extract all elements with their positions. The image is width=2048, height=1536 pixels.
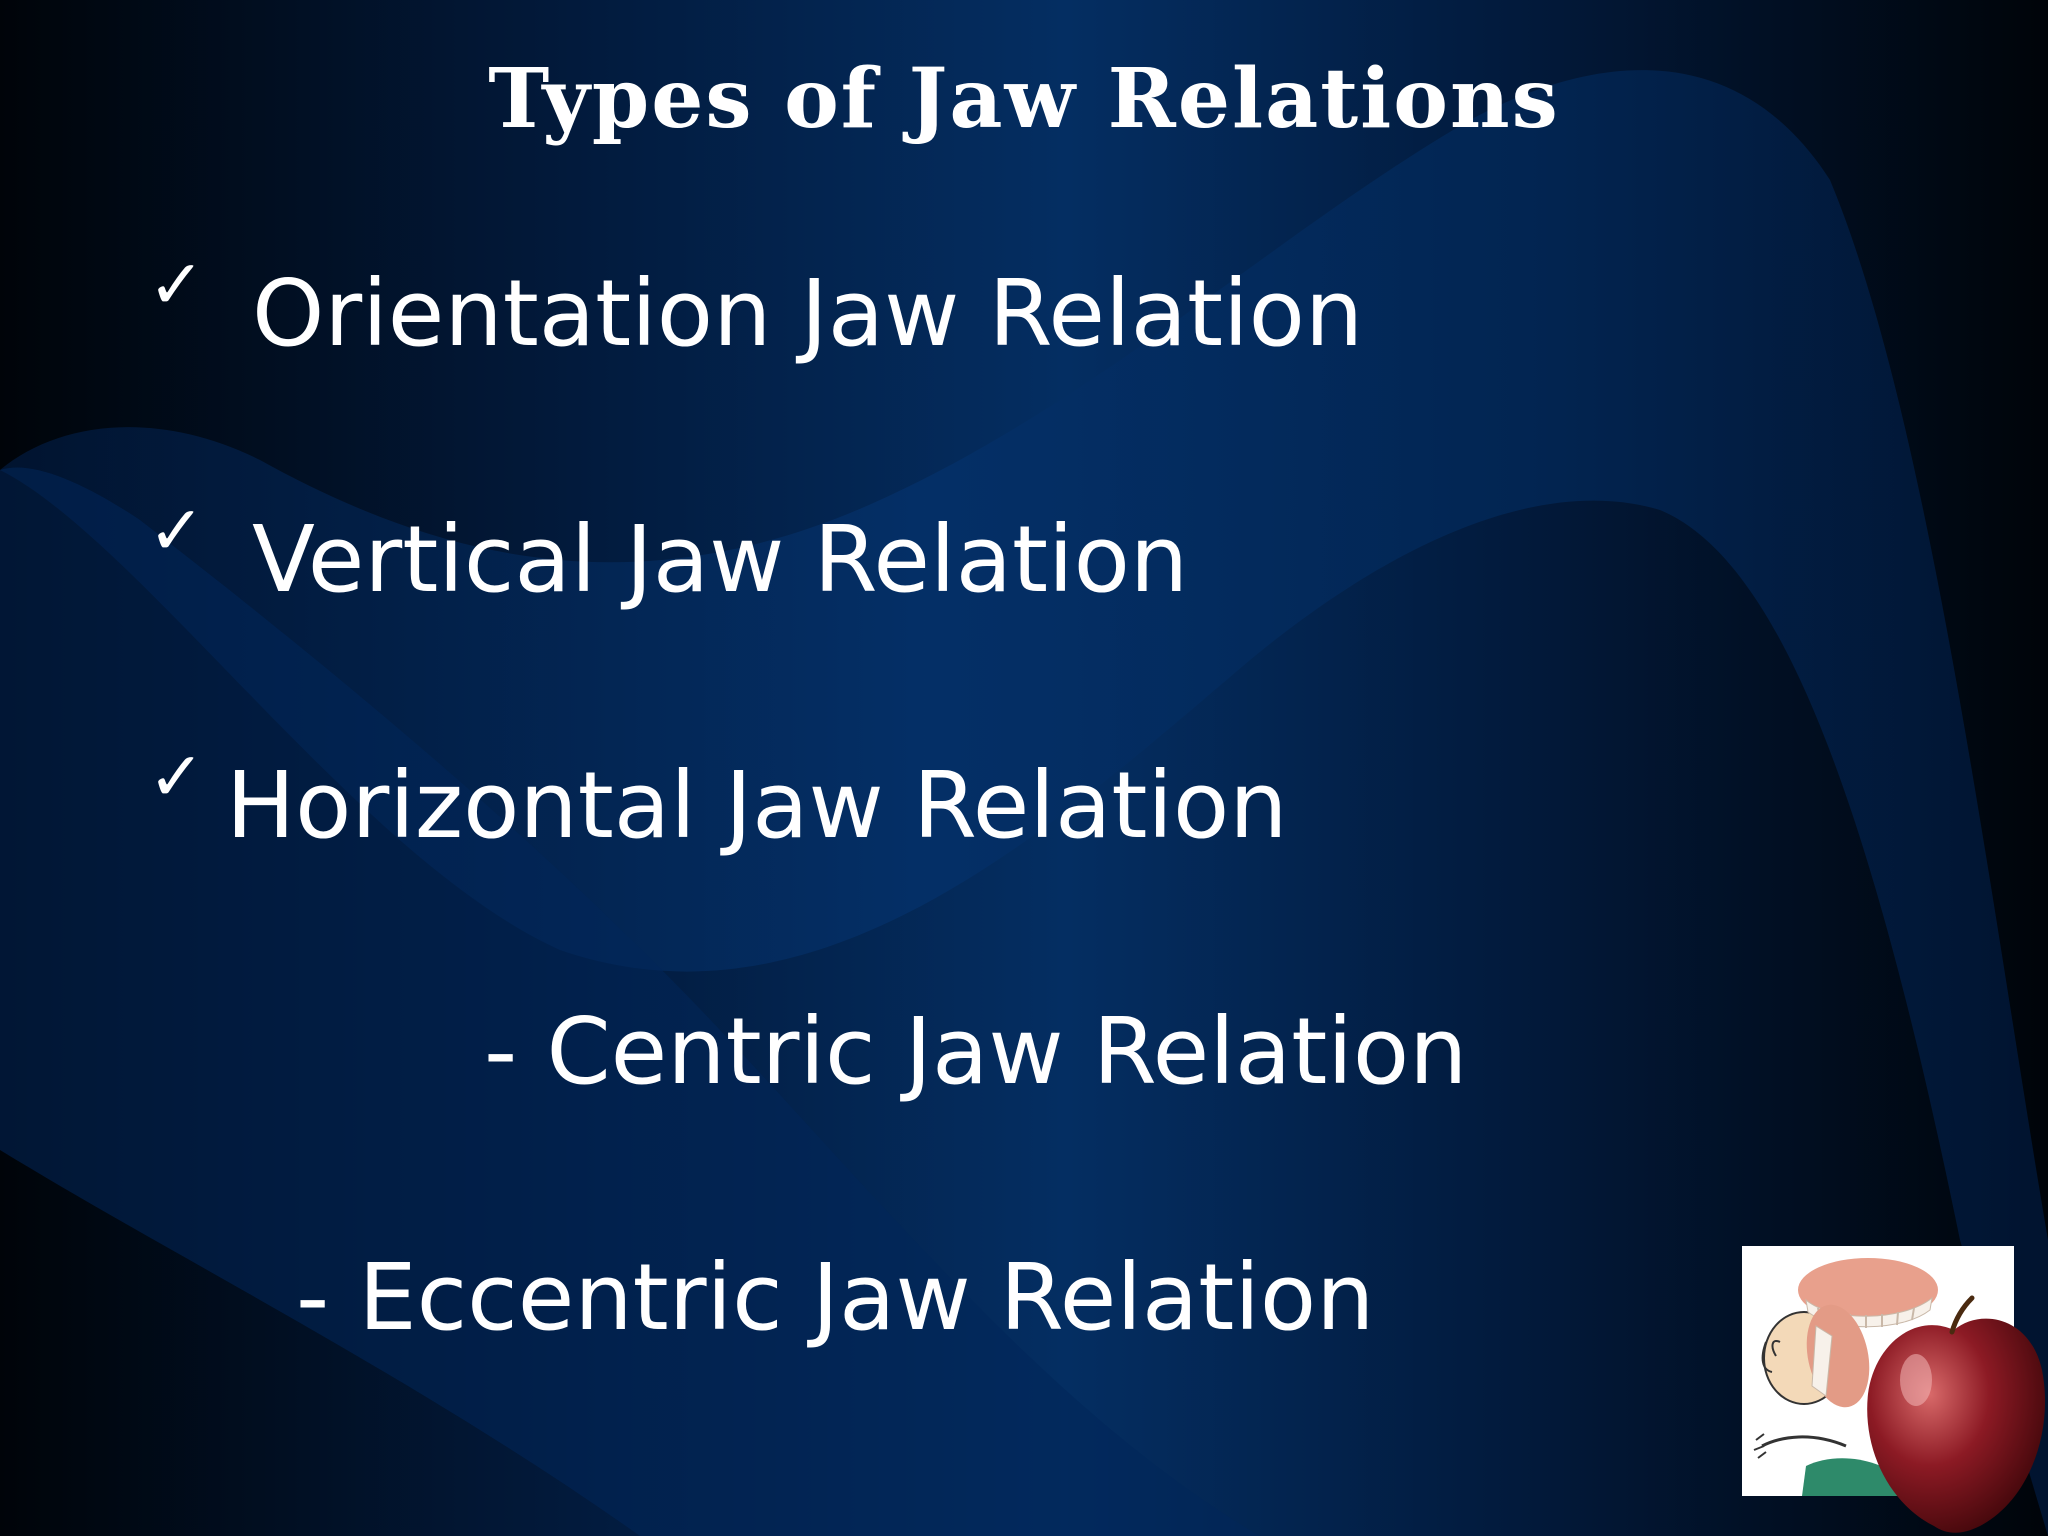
sub-item-centric: - Centric Jaw Relation [484,998,1468,1105]
cartoon-person-icon [1753,1258,1938,1496]
check-icon: ✓ [148,246,205,325]
bullet-vertical: Vertical Jaw Relation [252,506,1189,613]
wave-lower-band [0,467,1260,1536]
bullet-orientation: Orientation Jaw Relation [252,260,1364,367]
wave-band [0,70,2048,1536]
check-icon: ✓ [148,738,205,817]
bullet-horizontal: Horizontal Jaw Relation [226,752,1288,859]
check-icon: ✓ [148,492,205,571]
sub-item-eccentric: - Eccentric Jaw Relation [296,1244,1375,1351]
dentures-icon [1798,1258,1938,1408]
apple-icon [1867,1295,2046,1533]
slide-title: Types of Jaw Relations [488,51,1560,147]
